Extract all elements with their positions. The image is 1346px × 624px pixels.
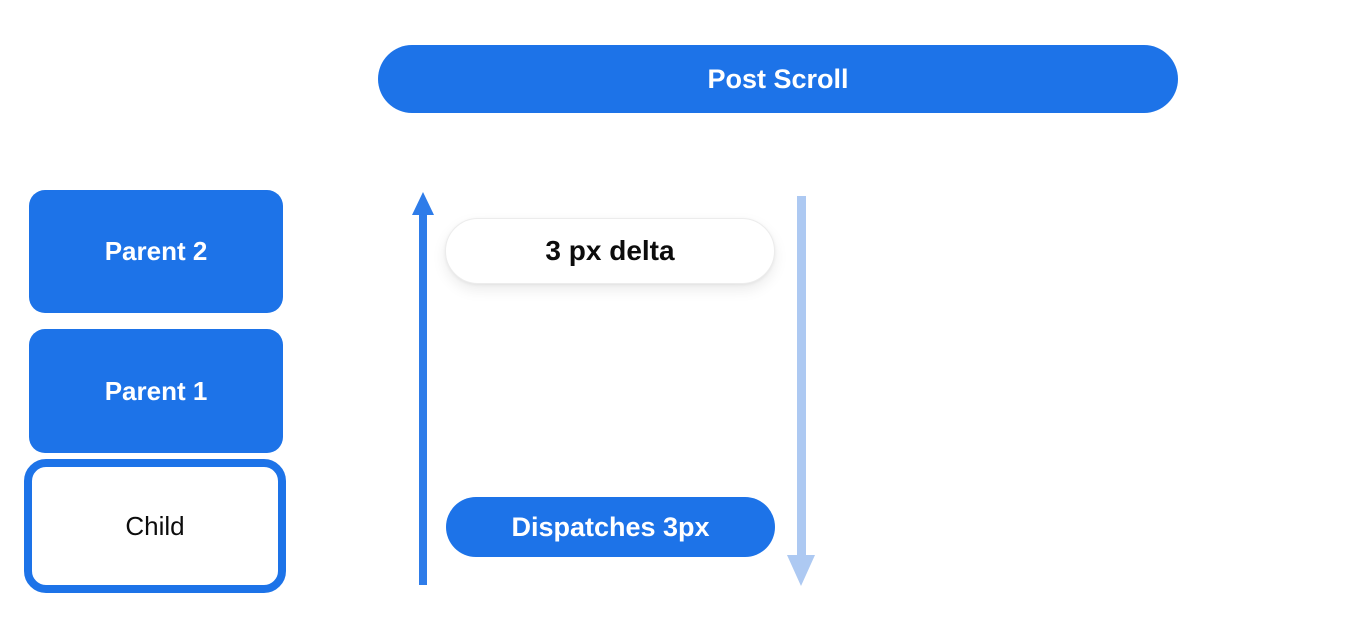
child-box: Child	[24, 459, 286, 593]
post-scroll-banner: Post Scroll	[378, 45, 1178, 113]
parent-1-box: Parent 1	[29, 329, 283, 453]
child-label: Child	[125, 510, 185, 541]
up-arrow-shaft	[419, 213, 427, 585]
parent-1-label: Parent 1	[104, 375, 208, 406]
down-arrow-icon	[787, 555, 815, 586]
parent-2-label: Parent 2	[104, 236, 208, 266]
delta-pill-label: 3 px delta	[545, 235, 675, 266]
dispatches-pill: Dispatches 3px	[446, 497, 775, 557]
dispatches-pill-label: Dispatches 3px	[511, 511, 710, 542]
up-arrow-icon	[412, 192, 434, 215]
down-arrow-shaft	[797, 196, 806, 557]
delta-pill: 3 px delta	[445, 218, 775, 284]
parent-2-box: Parent 2	[29, 190, 283, 313]
post-scroll-label: Post Scroll	[707, 63, 849, 94]
